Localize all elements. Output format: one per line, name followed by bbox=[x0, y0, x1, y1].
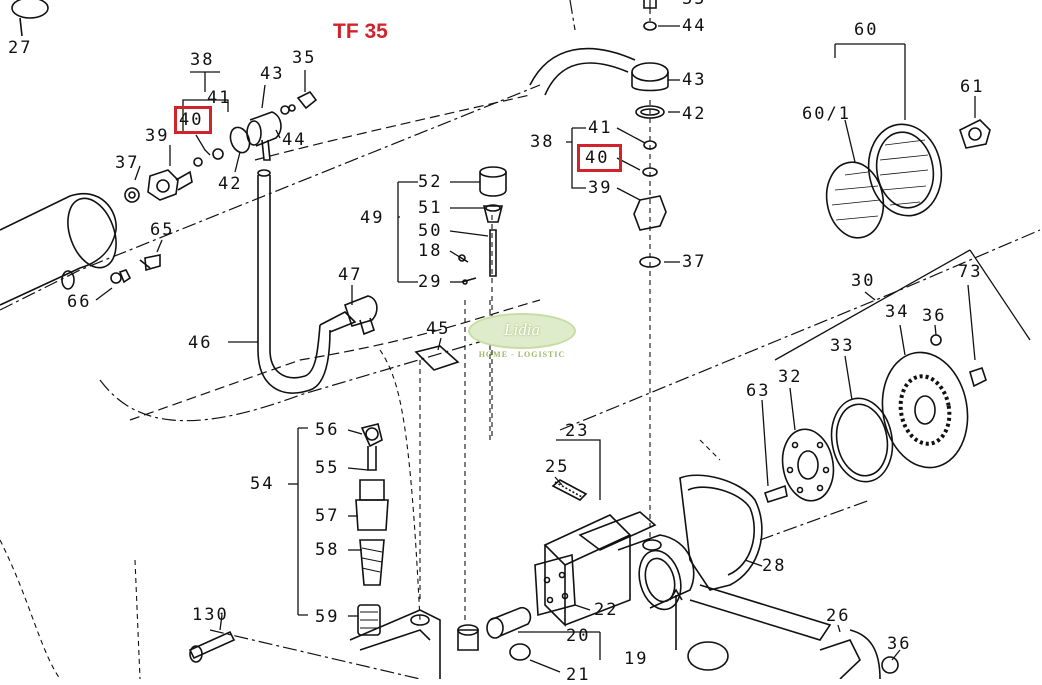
gasket-45 bbox=[414, 345, 460, 371]
part-label-55: 55 bbox=[315, 458, 340, 478]
part-label-38-left: 38 bbox=[190, 50, 215, 70]
pump-housing-outline bbox=[129, 94, 541, 421]
part-label-47: 47 bbox=[338, 265, 363, 285]
part-label-30: 30 bbox=[851, 271, 876, 291]
part-label-65: 65 bbox=[150, 220, 175, 240]
part-label-49: 49 bbox=[360, 208, 385, 228]
part-label-45: 45 bbox=[426, 319, 451, 339]
part-label-37-right: 37 bbox=[682, 252, 707, 272]
part-label-41-left: 41 bbox=[207, 88, 232, 108]
part-label-40-left: 40 bbox=[179, 110, 204, 130]
part-label-43-right: 43 bbox=[682, 70, 707, 90]
part-label-63: 63 bbox=[746, 381, 771, 401]
bolt-130 bbox=[188, 630, 236, 663]
part-label-25: 25 bbox=[545, 457, 570, 477]
part-label-33: 33 bbox=[830, 336, 855, 356]
filter-60 bbox=[825, 119, 991, 239]
part-label-44-left: 44 bbox=[282, 130, 307, 150]
part-label-21: 21 bbox=[566, 665, 591, 685]
flange-30 bbox=[763, 334, 987, 503]
diagram-title: TF 35 bbox=[333, 20, 388, 43]
part-label-42-left: 42 bbox=[218, 174, 243, 194]
part-label-58: 58 bbox=[315, 540, 340, 560]
part-label-61: 61 bbox=[960, 77, 985, 97]
part-label-57: 57 bbox=[315, 506, 340, 526]
hose-46 bbox=[257, 169, 378, 394]
part-label-54: 54 bbox=[250, 474, 275, 494]
logo-tagline: HOME - LOGISTIC bbox=[478, 350, 566, 359]
part-label-52: 52 bbox=[418, 172, 443, 192]
part-label-35-left: 35 bbox=[292, 48, 317, 68]
part-label-28: 28 bbox=[762, 556, 787, 576]
pump-block bbox=[349, 609, 479, 679]
part-label-36-lower: 36 bbox=[887, 634, 912, 654]
parts-49-group bbox=[457, 166, 507, 285]
part-label-66: 66 bbox=[67, 292, 92, 312]
part-label-18: 18 bbox=[418, 241, 443, 261]
part-label-130: 130 bbox=[192, 605, 229, 625]
part-label-51: 51 bbox=[418, 198, 443, 218]
part-label-42-right: 42 bbox=[682, 104, 707, 124]
highlight-box-right-40 bbox=[577, 144, 622, 172]
part-label-41-right: 41 bbox=[588, 118, 613, 138]
logo-oval bbox=[468, 313, 576, 349]
part-label-36-upper: 36 bbox=[922, 306, 947, 326]
part-label-37-left: 37 bbox=[115, 153, 140, 173]
part-label-26: 26 bbox=[826, 606, 851, 626]
part-label-39-right: 39 bbox=[588, 178, 613, 198]
part-label-29: 29 bbox=[418, 272, 443, 292]
pipe-43 bbox=[529, 0, 669, 268]
part-label-46: 46 bbox=[188, 333, 213, 353]
part-label-60: 60 bbox=[854, 20, 879, 40]
part-label-44-right: 44 bbox=[682, 16, 707, 36]
part-label-56: 56 bbox=[315, 420, 340, 440]
tank-body bbox=[0, 192, 117, 306]
gear-pump bbox=[486, 474, 899, 679]
part-label-27: 27 bbox=[8, 38, 33, 58]
ring-27 bbox=[11, 0, 49, 37]
part-label-43-left: 43 bbox=[260, 64, 285, 84]
part-label-35-right: 35 bbox=[682, 0, 706, 8]
part-label-60-1: 60/1 bbox=[802, 104, 851, 124]
part-label-38-right: 38 bbox=[530, 132, 555, 152]
part-label-19: 19 bbox=[624, 649, 649, 669]
part-label-22: 22 bbox=[594, 600, 619, 620]
part-label-59: 59 bbox=[315, 607, 340, 627]
part-label-50: 50 bbox=[418, 221, 443, 241]
part-label-40-right: 40 bbox=[585, 148, 610, 168]
highlight-box-left-40 bbox=[174, 106, 212, 134]
valve-54 bbox=[355, 423, 389, 636]
leader-lines bbox=[95, 25, 1031, 673]
fittings-left bbox=[110, 90, 318, 284]
part-label-32: 32 bbox=[778, 367, 803, 387]
part-label-34: 34 bbox=[885, 302, 910, 322]
part-label-73: 73 bbox=[958, 262, 983, 282]
part-label-20: 20 bbox=[566, 626, 591, 646]
logo-name: Lidia bbox=[504, 320, 540, 339]
part-label-23: 23 bbox=[565, 421, 590, 441]
part-label-39-left: 39 bbox=[145, 126, 170, 146]
watermark-logo: Lidia HOME - LOGISTIC bbox=[468, 313, 576, 363]
